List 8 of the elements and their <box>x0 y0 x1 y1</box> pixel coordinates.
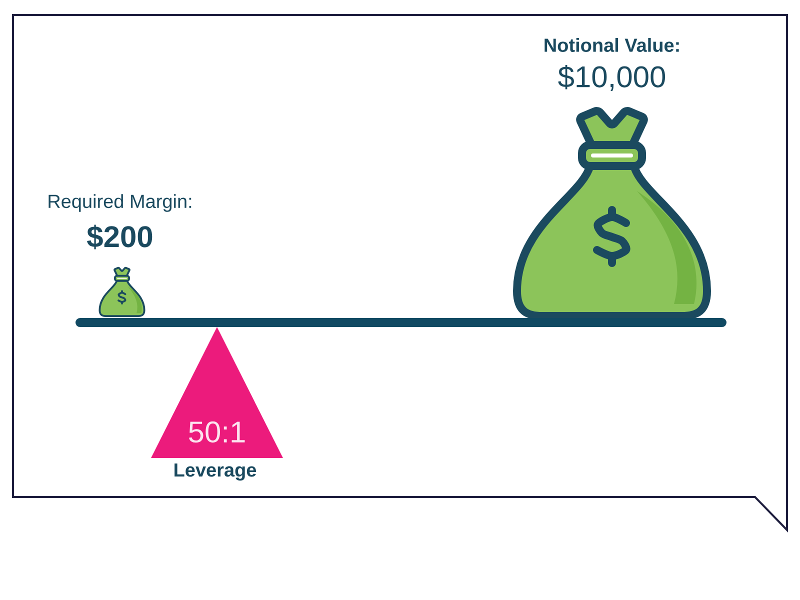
amount: $10,000 <box>558 64 666 92</box>
money-bag-icon <box>513 106 711 320</box>
amount: $200 <box>87 224 152 250</box>
fulcrum-triangle: 50:1 <box>151 327 283 458</box>
node-label: Leverage <box>174 463 256 481</box>
heading: Notional Value: <box>544 38 679 52</box>
money-bag-icon <box>98 266 146 317</box>
heading: Required Margin: <box>48 194 192 212</box>
